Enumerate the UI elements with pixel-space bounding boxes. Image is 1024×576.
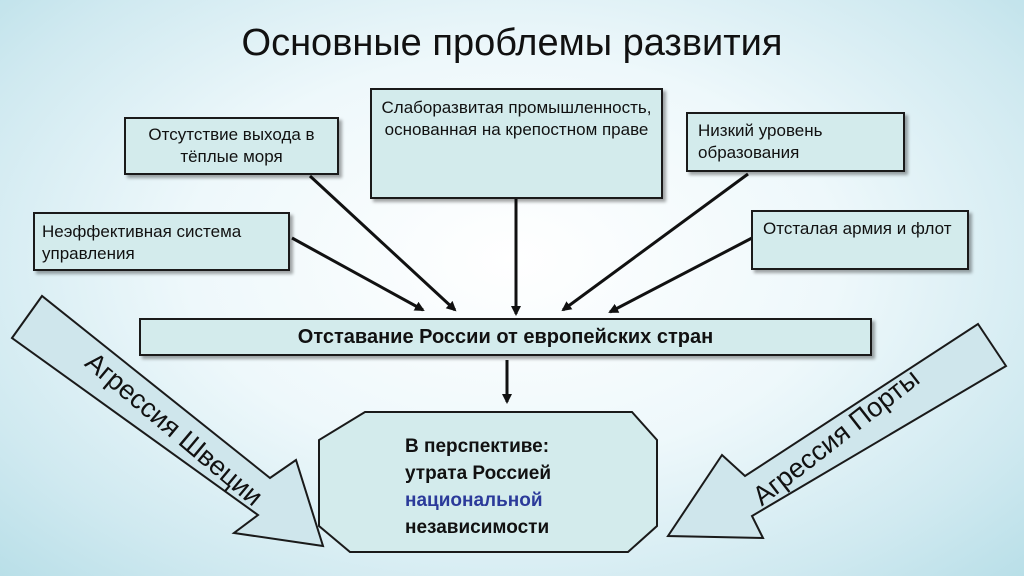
cause-army-label: Отсталая армия и флот <box>763 219 952 238</box>
outcome-line-3: национальной <box>405 490 543 511</box>
arrow-governance <box>291 236 425 312</box>
page-title: Основные проблемы развития <box>241 22 783 64</box>
cause-education-label: Низкий уровень образования <box>698 121 823 162</box>
cause-seas-label: Отсутствие выхода в тёплые моря <box>148 125 315 166</box>
porta-aggression-arrow <box>666 322 1008 540</box>
cause-industry-label: Слаборазвитая промышленность, основанная… <box>381 98 652 139</box>
outcome-line-2: утрата Россией <box>405 463 552 484</box>
outcome-octagon <box>318 411 658 553</box>
cause-education: Низкий уровень образования <box>686 112 905 172</box>
outcome-line-1: В перспективе: <box>405 436 550 457</box>
arrow-education <box>561 172 749 312</box>
cause-governance-label: Неэффективная система управления <box>42 222 242 263</box>
sweden-aggression-arrow <box>10 294 325 548</box>
arrow-army <box>608 236 753 314</box>
central-problem: Отставание России от европейских стран <box>139 318 872 356</box>
cause-industry: Слаборазвитая промышленность, основанная… <box>370 88 663 199</box>
cause-seas: Отсутствие выхода в тёплые моря <box>124 117 339 175</box>
arrow-seas <box>308 174 457 312</box>
outcome-line-4: независимости <box>405 517 550 538</box>
outcome-text: В перспективе: утрата Россией национальн… <box>405 433 605 541</box>
cause-governance: Неэффективная система управления <box>33 212 290 271</box>
cause-army: Отсталая армия и флот <box>751 210 969 270</box>
